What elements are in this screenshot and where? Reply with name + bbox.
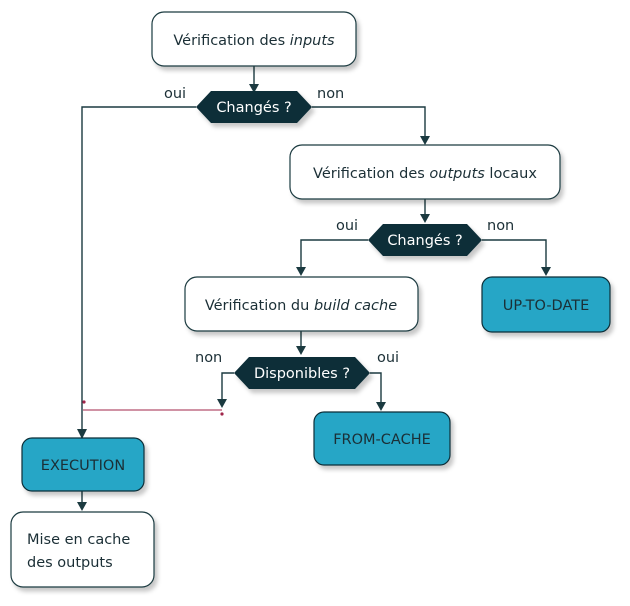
up-to-date-label: UP-TO-DATE [503,298,590,314]
edge-outputs-changed-no [482,239,547,271]
edge-cache-available-yes [370,372,382,406]
check-inputs-label: Vérification des inputs [173,33,335,49]
label-outputs-no: non [487,218,514,234]
node-cache-outputs: Mise en cache des outputs [10,511,155,588]
node-from-cache: FROM-CACHE [313,411,451,466]
arrowhead [296,267,306,276]
node-execution: EXECUTION [21,437,145,492]
decision-outputs-label: Changés ? [387,233,462,249]
edge-inputs-changed-yes [81,106,196,438]
edge-inputs-changed-no [312,106,426,140]
arrowhead [376,402,386,411]
from-cache-label: FROM-CACHE [333,432,431,448]
node-up-to-date: UP-TO-DATE [481,276,611,333]
decision-outputs-changed: Changés ? [368,224,482,256]
arrowhead [541,267,551,276]
arrowhead [296,346,306,355]
label-outputs-yes: oui [336,218,358,234]
cache-outputs-line1: Mise en cache [27,532,130,548]
arrowhead [77,429,87,439]
decision-inputs-changed: Changés ? [196,91,312,123]
decision-cache-label: Disponibles ? [254,366,350,382]
decision-inputs-label: Changés ? [216,100,291,116]
arrowhead [420,214,430,223]
check-cache-label: Vérification du build cache [205,298,397,314]
check-outputs-label: Vérification des outputs locaux [313,166,537,182]
arrowhead [249,84,259,93]
edge-cache-available-no [221,372,234,403]
node-check-outputs: Vérification des outputs locaux [289,144,561,200]
edge-outputs-changed-yes [300,239,368,271]
label-cache-yes: oui [377,350,399,366]
arrowhead [420,136,430,145]
label-inputs-no: non [317,86,344,102]
node-check-cache: Vérification du build cache [184,276,419,332]
cache-outputs-line2: des outputs [27,555,113,571]
arrowhead [217,399,227,408]
node-check-inputs: Vérification des inputs [151,11,357,67]
arrowhead [77,502,87,511]
connectors [77,66,551,511]
label-inputs-yes: oui [164,86,186,102]
label-cache-no: non [195,350,222,366]
merge-dot-right [220,412,224,416]
merge-dot-left [82,400,86,404]
execution-label: EXECUTION [41,458,125,474]
decision-cache-available: Disponibles ? [234,357,370,389]
